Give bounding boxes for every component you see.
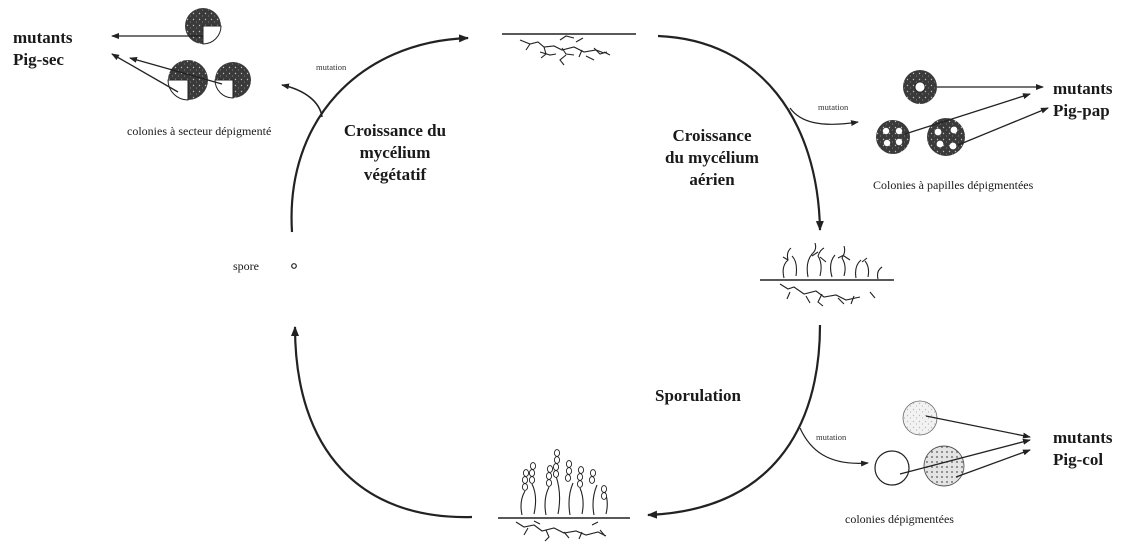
pig-sec-arrows (111, 33, 223, 93)
spore-label: spore (233, 259, 259, 273)
vegetative-growth-label: Croissance du mycélium végétatif (330, 120, 460, 186)
aerial-line-2: du mycélium (665, 148, 759, 167)
vegetative-line-3: végétatif (363, 165, 427, 184)
pig-col-caption: colonies dépigmentées (845, 512, 954, 526)
vegetative-line-2: mycélium (359, 143, 431, 162)
pig-sec-caption: colonies à secteur dépigmenté (127, 124, 272, 138)
pig-pap-arrows (904, 84, 1049, 146)
aerial-line-3: aérien (689, 170, 735, 189)
pig-col-arrows (899, 415, 1031, 478)
pig-sec-title: mutants (13, 28, 73, 47)
depigmented-colonies (874, 400, 965, 487)
cycle-arrow-sporulation (647, 324, 822, 519)
pig-sec-label: mutants Pig-sec (13, 27, 73, 71)
pig-pap-caption: Colonies à papilles dépigmentées (873, 178, 1034, 192)
vegetative-mycelium-icon (502, 33, 636, 66)
aerial-line-1: Croissance (672, 126, 752, 145)
pig-col-name: Pig-col (1053, 450, 1104, 469)
pig-col-title: mutants (1053, 428, 1113, 447)
aerial-mycelium-icon (760, 242, 894, 307)
sporulating-mycelium-icon (498, 475, 630, 542)
pig-sec-name: Pig-sec (13, 50, 64, 69)
pig-col-label: mutants Pig-col (1053, 427, 1113, 471)
pig-pap-name: Pig-pap (1053, 101, 1110, 120)
mutation-label-pap: mutation (818, 102, 849, 112)
papillae-colonies (876, 70, 965, 156)
mutation-arrow-sec (281, 83, 323, 118)
cycle-arrow-aerial (657, 34, 824, 231)
pig-pap-title: mutants (1053, 79, 1113, 98)
mutation-arrow-col (799, 427, 869, 467)
mutation-label-col: mutation (816, 432, 847, 442)
sectored-colonies (167, 8, 251, 101)
vegetative-line-1: Croissance du (343, 121, 447, 140)
pig-pap-label: mutants Pig-pap (1053, 78, 1113, 122)
sporulation-label: Sporulation (655, 386, 741, 405)
spore-dot (291, 263, 297, 269)
cycle-arrow-germination (291, 326, 473, 519)
mutation-label-sec: mutation (316, 62, 347, 72)
spore-chains-icon (521, 449, 608, 500)
cycle-arrow-vegetative (290, 34, 469, 233)
mutation-arrow-pap (789, 107, 859, 127)
aerial-growth-label: Croissance du mycélium aérien (657, 125, 767, 191)
